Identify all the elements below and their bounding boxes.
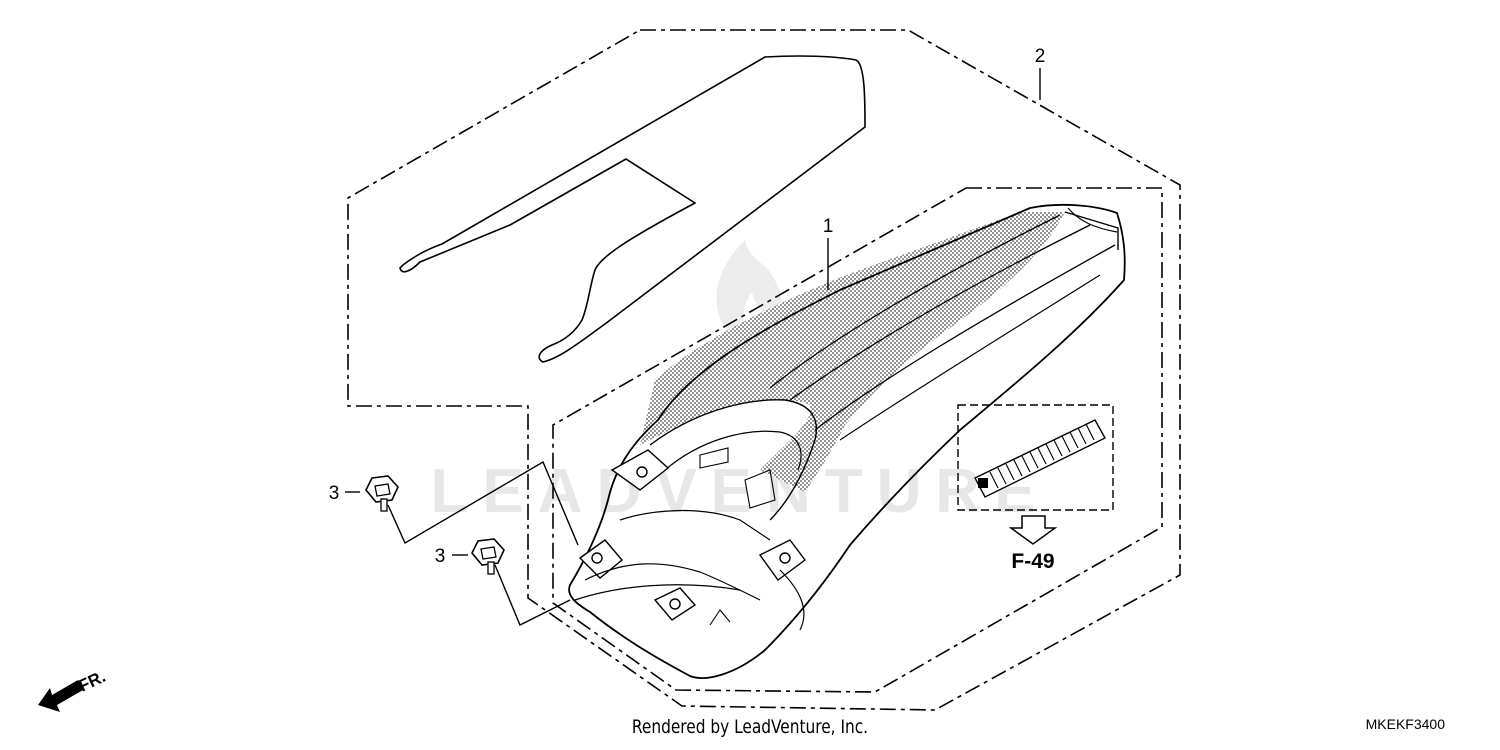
assembly-2-boundary [347, 29, 1181, 711]
bolt-lower-icon [471, 538, 505, 575]
callout-1: 1 [823, 216, 834, 237]
bolt-upper-icon [365, 475, 399, 512]
rear-fender [568, 203, 1126, 679]
footer-credit: Rendered by LeadVenture, Inc. [631, 716, 869, 738]
callout-3-upper: 3 [329, 483, 340, 504]
front-arrow-icon [38, 680, 83, 712]
fender-dotted-surface [640, 212, 1065, 492]
assembly-1-boundary [552, 187, 1163, 693]
drawing-code: MKEKF3400 [1365, 716, 1445, 732]
fender-outline [568, 203, 1126, 679]
reference-arrow-icon [1008, 515, 1058, 545]
callout-2: 2 [1035, 46, 1046, 67]
callout-3-lower: 3 [435, 546, 446, 567]
stripe-decal [399, 55, 866, 363]
leader-lines [345, 68, 1041, 626]
watermark-text: LEADVENTURE [430, 457, 1049, 526]
caution-label [957, 404, 1114, 511]
reference-f49: F-49 [1011, 550, 1054, 573]
front-direction-indicator: FR. [38, 667, 109, 712]
